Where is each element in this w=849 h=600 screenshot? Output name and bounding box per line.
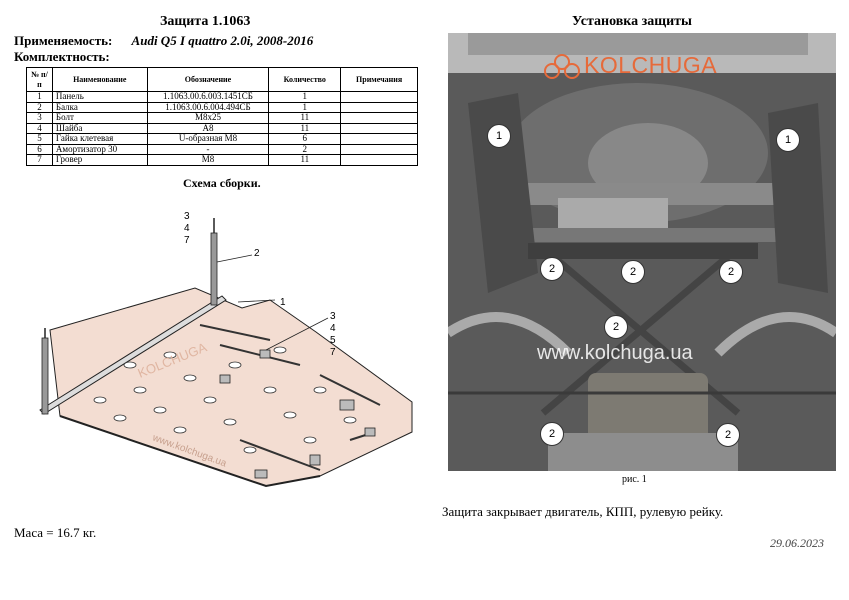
row-notes: [340, 133, 418, 145]
label-group-b-3: 3: [330, 311, 336, 322]
table-row: 3 Болт M8x25 11: [26, 112, 418, 124]
kolchuga-logo: KOLCHUGA: [540, 52, 717, 81]
table-row: 7 Гровер M8 11: [26, 154, 418, 166]
leader-lines: [216, 254, 329, 351]
row-notes: [340, 101, 418, 113]
row-quantity: 11: [268, 112, 342, 124]
panel-edge-fold: [59, 415, 321, 488]
table-row: 2 Балка 1.1063.00.6.004.494СБ 1: [26, 101, 418, 113]
table-row: 6 Амортизатор 30 - 2: [26, 143, 418, 155]
row-designation: -: [146, 143, 270, 155]
row-notes: [340, 112, 418, 124]
row-name: Балка: [51, 101, 148, 113]
label-group-a-4: 4: [184, 223, 190, 234]
header-designation: Обозначение: [146, 67, 270, 92]
row-number: 4: [26, 122, 53, 134]
row-designation: 1.1063.00.6.004.494СБ: [146, 101, 270, 113]
row-name: Амортизатор 30: [51, 143, 148, 155]
callout-2-bottom-right: 2: [716, 423, 740, 447]
row-number: 5: [26, 133, 53, 145]
row-number: 2: [26, 101, 53, 113]
row-number: 7: [26, 154, 53, 166]
assembly-drawing: KOLCHUGA www.kolchuga.ua: [20, 200, 420, 500]
assembly-drawing-svg: KOLCHUGA www.kolchuga.ua: [39, 218, 413, 488]
row-number: 3: [26, 112, 53, 124]
row-name: Болт: [51, 112, 148, 124]
right-title: Установка защиты: [572, 14, 692, 29]
fasteners: [219, 349, 376, 479]
row-name: Гровер: [51, 154, 148, 166]
kit-label: Комплектность:: [14, 49, 110, 64]
label-group-b-7: 7: [330, 347, 336, 358]
header-notes: Примечания: [340, 67, 418, 92]
callout-2-bottom-left: 2: [540, 422, 564, 446]
panel-holes: [93, 346, 357, 454]
callout-2-right: 2: [719, 260, 743, 284]
label-group-a-7: 7: [184, 235, 190, 246]
figure-caption: рис. 1: [622, 474, 647, 485]
bracket-stud-left: [41, 337, 49, 415]
callout-1-right: 1: [776, 128, 800, 152]
row-quantity: 2: [268, 143, 342, 155]
row-number: 1: [26, 91, 53, 103]
row-designation: 1.1063.00.6.003.1451СБ: [146, 91, 270, 103]
table-header-row: № п/п Наименование Обозначение Количеств…: [26, 67, 418, 92]
row-name: Гайка клетевая: [51, 133, 148, 145]
callout-2-center: 2: [621, 260, 645, 284]
cover-description: Защита закрывает двигатель, КПП, рулевую…: [442, 504, 724, 519]
label-group-a-3: 3: [184, 211, 190, 222]
installation-photo: [448, 33, 836, 471]
row-quantity: 1: [268, 101, 342, 113]
document-date: 29.06.2023: [770, 536, 824, 550]
bracket-stud-right: [210, 232, 218, 306]
logo-rings-icon: [544, 53, 580, 79]
table-row: 5 Гайка клетевая U-образная M8 6: [26, 133, 418, 145]
row-quantity: 1: [268, 91, 342, 103]
label-panel: 1: [280, 297, 286, 308]
applicability-label: Применяемость:: [14, 33, 113, 48]
row-notes: [340, 154, 418, 166]
callout-1-left: 1: [487, 124, 511, 148]
header-quantity: Количество: [268, 67, 342, 92]
mass: Маса = 16.7 кг.: [14, 525, 97, 540]
row-designation: U-образная M8: [146, 133, 270, 145]
row-designation: M8: [146, 154, 270, 166]
callout-2-left: 2: [540, 257, 564, 281]
installation-photo-svg: [448, 33, 836, 471]
label-group-b-5: 5: [330, 335, 336, 346]
header-number: № п/п: [26, 67, 53, 92]
row-name: Шайба: [51, 122, 148, 134]
row-designation: M8x25: [146, 112, 270, 124]
header-name: Наименование: [51, 67, 148, 92]
row-notes: [340, 91, 418, 103]
logo-text: KOLCHUGA: [584, 52, 718, 78]
photo-watermark-site: www.kolchuga.ua: [537, 342, 693, 364]
row-quantity: 11: [268, 122, 342, 134]
scheme-title: Схема сборки.: [183, 176, 261, 190]
left-title: Защита 1.1063: [160, 14, 251, 29]
parts-table: № п/п Наименование Обозначение Количеств…: [26, 67, 418, 166]
label-group-b-4: 4: [330, 323, 336, 334]
row-notes: [340, 122, 418, 134]
table-row: 4 Шайба A8 11: [26, 122, 418, 134]
applicability: Применяемость: Audi Q5 I quattro 2.0i, 2…: [14, 33, 313, 49]
row-notes: [340, 143, 418, 155]
callout-2-cross: 2: [604, 315, 628, 339]
row-name: Панель: [51, 91, 148, 103]
row-quantity: 6: [268, 133, 342, 145]
row-quantity: 11: [268, 154, 342, 166]
label-beam: 2: [254, 248, 260, 259]
row-number: 6: [26, 143, 53, 155]
applicability-model: Audi Q5 I quattro 2.0i, 2008-2016: [131, 33, 314, 48]
row-designation: A8: [146, 122, 270, 134]
skid-plate-panel: [49, 287, 413, 487]
table-row: 1 Панель 1.1063.00.6.003.1451СБ 1: [26, 91, 418, 103]
